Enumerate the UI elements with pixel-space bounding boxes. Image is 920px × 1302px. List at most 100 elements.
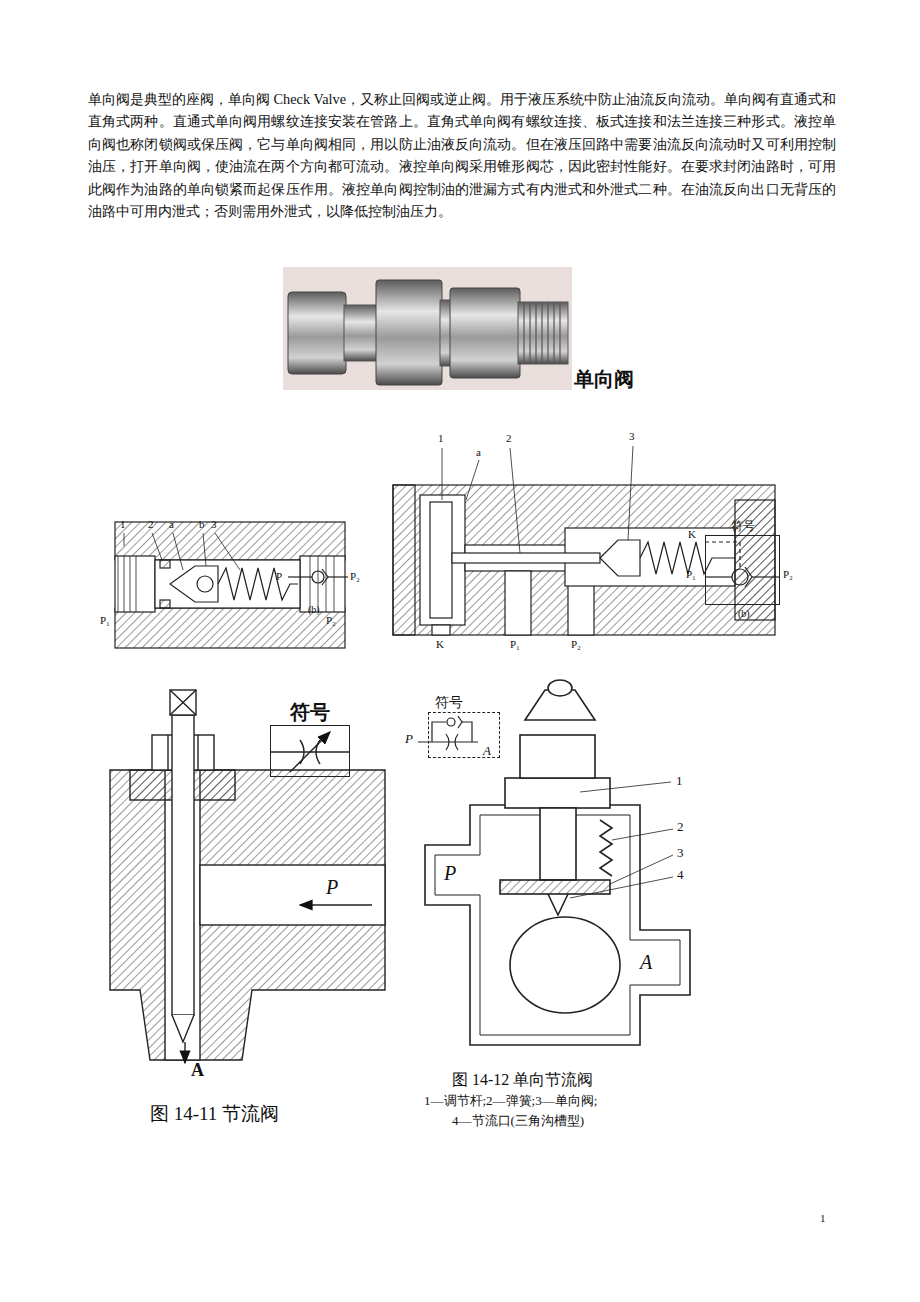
- one-way-throttle-symbol-part: [446, 734, 449, 750]
- port-label: A: [640, 951, 652, 974]
- callout-number: 2: [677, 820, 684, 835]
- port-label: K: [688, 528, 696, 541]
- pilot-check-valve-section-part: [393, 485, 415, 635]
- throttle-valve-section-part: [172, 715, 194, 1015]
- callout-number: 2: [506, 432, 512, 445]
- throttle-valve-section-part: [172, 1015, 194, 1042]
- pilot-check-symbol-part: [752, 576, 780, 577]
- pilot-check-valve-section-part: [432, 625, 450, 635]
- one-way-throttle-symbol-part: [418, 741, 478, 742]
- valve-photo-part: [288, 292, 346, 374]
- check-valve-section-part: [160, 560, 170, 568]
- check-valve-section-part-part: [334, 556, 335, 612]
- one-way-throttle-section-part: [425, 805, 690, 1045]
- pilot-check-valve-section-part: [430, 502, 452, 618]
- port-label: P: [276, 570, 282, 583]
- one-way-throttle-section-part: [500, 880, 610, 894]
- symbol-heading: 符号: [706, 520, 779, 533]
- one-way-throttle-symbol-part: [462, 722, 472, 742]
- check-valve-section-part-part: [318, 556, 319, 612]
- callout-number: 4: [677, 868, 684, 883]
- check-valve-section-part-part: [124, 556, 125, 612]
- valve-photo-part: [283, 267, 572, 390]
- port-label: P₁: [100, 614, 110, 627]
- pilot-check-valve-section-part: [735, 500, 775, 620]
- port-label: P₁: [686, 568, 696, 581]
- one-way-throttle-section-part: [505, 778, 610, 808]
- one-way-throttle-symbol-part: [455, 734, 458, 750]
- check-valve-section-part-part: [203, 533, 206, 566]
- valve-photo-part: [450, 288, 520, 378]
- pilot-check-valve-section: [393, 446, 775, 635]
- pilot-check-valve-section-part: [505, 571, 531, 635]
- valve-photo-part: [344, 305, 378, 361]
- check-valve-section-part: [218, 568, 298, 600]
- one-way-throttle-symbol-part: [458, 716, 462, 728]
- check-valve-section-part-part: [118, 556, 119, 612]
- pilot-check-valve-section-part-part: [628, 446, 633, 540]
- pilot-check-valve-section-part-part: [442, 448, 443, 500]
- port-label: P: [405, 732, 413, 747]
- pilot-check-valve-section-part: [393, 485, 775, 635]
- valve-photo-part-part: [529, 302, 530, 364]
- port-label: P: [326, 876, 338, 899]
- page-number: 1: [820, 1212, 826, 1225]
- port-label: A: [191, 1060, 204, 1081]
- symbol-box: 符号: [270, 725, 350, 777]
- valve-photo-part-part: [535, 302, 536, 364]
- check-valve-section-part-part: [124, 533, 125, 546]
- throttle-valve-section-part: [110, 770, 385, 1060]
- check-valve-section-part: [115, 556, 155, 612]
- one-way-throttle-section-part: [548, 894, 568, 915]
- one-way-throttle-section-part-part: [612, 829, 673, 840]
- callout-letter: a: [169, 518, 174, 531]
- callout-letter: b: [199, 518, 205, 531]
- valve-photo-part-part: [553, 302, 554, 364]
- symbol-box: 符号: [705, 535, 780, 605]
- symbol-heading: 符号: [271, 701, 349, 723]
- body-text: 单向阀是典型的座阀，单向阀 Check Valve，又称止回阀或逆止阀。用于液压…: [88, 88, 836, 222]
- check-valve-section-part-part: [326, 556, 327, 612]
- throttle-valve-section-part: [170, 690, 196, 715]
- valve-photo-part-part: [523, 302, 524, 364]
- check-valve-section-part: [160, 600, 170, 608]
- check-valve-section-part: [118, 556, 334, 612]
- callout-number: 3: [677, 846, 684, 861]
- pilot-check-symbol: [705, 542, 780, 587]
- valve-photo: [283, 267, 572, 390]
- one-way-throttle-symbol-part: [432, 722, 446, 742]
- symbol-heading: 符号: [435, 695, 463, 710]
- throttle-valve-section: [110, 690, 385, 1063]
- check-valve-section-part: [155, 560, 300, 608]
- check-valve-section: [115, 522, 345, 648]
- pilot-check-symbol-part: [732, 569, 748, 585]
- port-label: P₁: [510, 638, 520, 651]
- callout-number: 2: [148, 518, 154, 531]
- valve-photo-part-part: [547, 302, 548, 364]
- sub-figure-label: (b): [738, 608, 750, 620]
- pilot-check-valve-section-part: [452, 553, 600, 563]
- photo-caption: 单向阀: [574, 368, 634, 391]
- port-label: K: [436, 638, 444, 651]
- sub-figure-label: (b): [308, 604, 320, 616]
- caption-legend: 4—节流口(三角沟槽型): [452, 1114, 584, 1129]
- figure-caption: 图 14-11 节流阀: [150, 1103, 279, 1125]
- throttle-valve-section-part: [167, 735, 168, 770]
- check-valve-section-part: [300, 556, 345, 612]
- throttle-symbol: [270, 732, 350, 772]
- throttle-valve-section-part: [300, 904, 372, 905]
- callout-number: 1: [676, 774, 683, 789]
- one-way-throttle-symbol: [418, 716, 478, 750]
- port-label: A: [483, 744, 491, 759]
- valve-photo-part-part: [559, 302, 560, 364]
- check-valve-symbol-part: [288, 576, 312, 577]
- callout-number: 1: [120, 518, 126, 531]
- throttle-valve-section-part: [170, 690, 196, 715]
- one-way-throttle-section-part-part: [570, 877, 673, 898]
- figure-caption: 图 14-12 单向节流阀: [452, 1071, 593, 1089]
- pilot-check-valve-section-part: [600, 540, 640, 576]
- callout-letter: a: [476, 446, 481, 459]
- check-valve-section-part: [124, 533, 240, 570]
- check-valve-section-part-part: [173, 533, 183, 570]
